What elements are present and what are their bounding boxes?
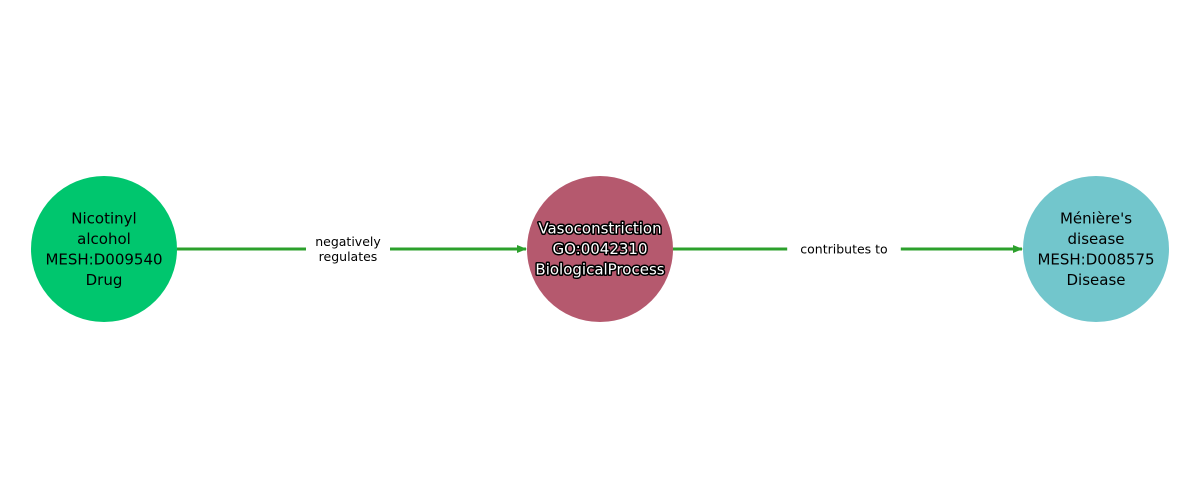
edge-label-background	[787, 239, 901, 259]
node-label-line: Disease	[1067, 271, 1126, 289]
node-label-line: Ménière's	[1060, 209, 1132, 227]
node-process[interactable]: VasoconstrictionGO:0042310BiologicalProc…	[527, 176, 673, 322]
edge-process-to-disease: contributes to	[673, 239, 1023, 259]
edge-label-line: regulates	[319, 249, 378, 264]
node-label-line: BiologicalProcess	[535, 261, 664, 279]
node-label-line: alcohol	[77, 230, 131, 248]
node-label-line: disease	[1068, 230, 1125, 248]
node-circle[interactable]	[31, 176, 177, 322]
edge-label-line: negatively	[315, 234, 381, 249]
node-label-line: GO:0042310	[552, 240, 647, 258]
edge-label-line: contributes to	[800, 242, 887, 257]
node-label-line: Drug	[86, 271, 123, 289]
node-label-line: Vasoconstriction	[538, 220, 661, 238]
node-label-line: MESH:D008575	[1037, 250, 1154, 268]
node-label-line: MESH:D009540	[45, 250, 162, 268]
node-circle[interactable]	[527, 176, 673, 322]
node-label-line: Nicotinyl	[71, 209, 136, 227]
edge-label-background	[306, 232, 390, 266]
node-circle[interactable]	[1023, 176, 1169, 322]
